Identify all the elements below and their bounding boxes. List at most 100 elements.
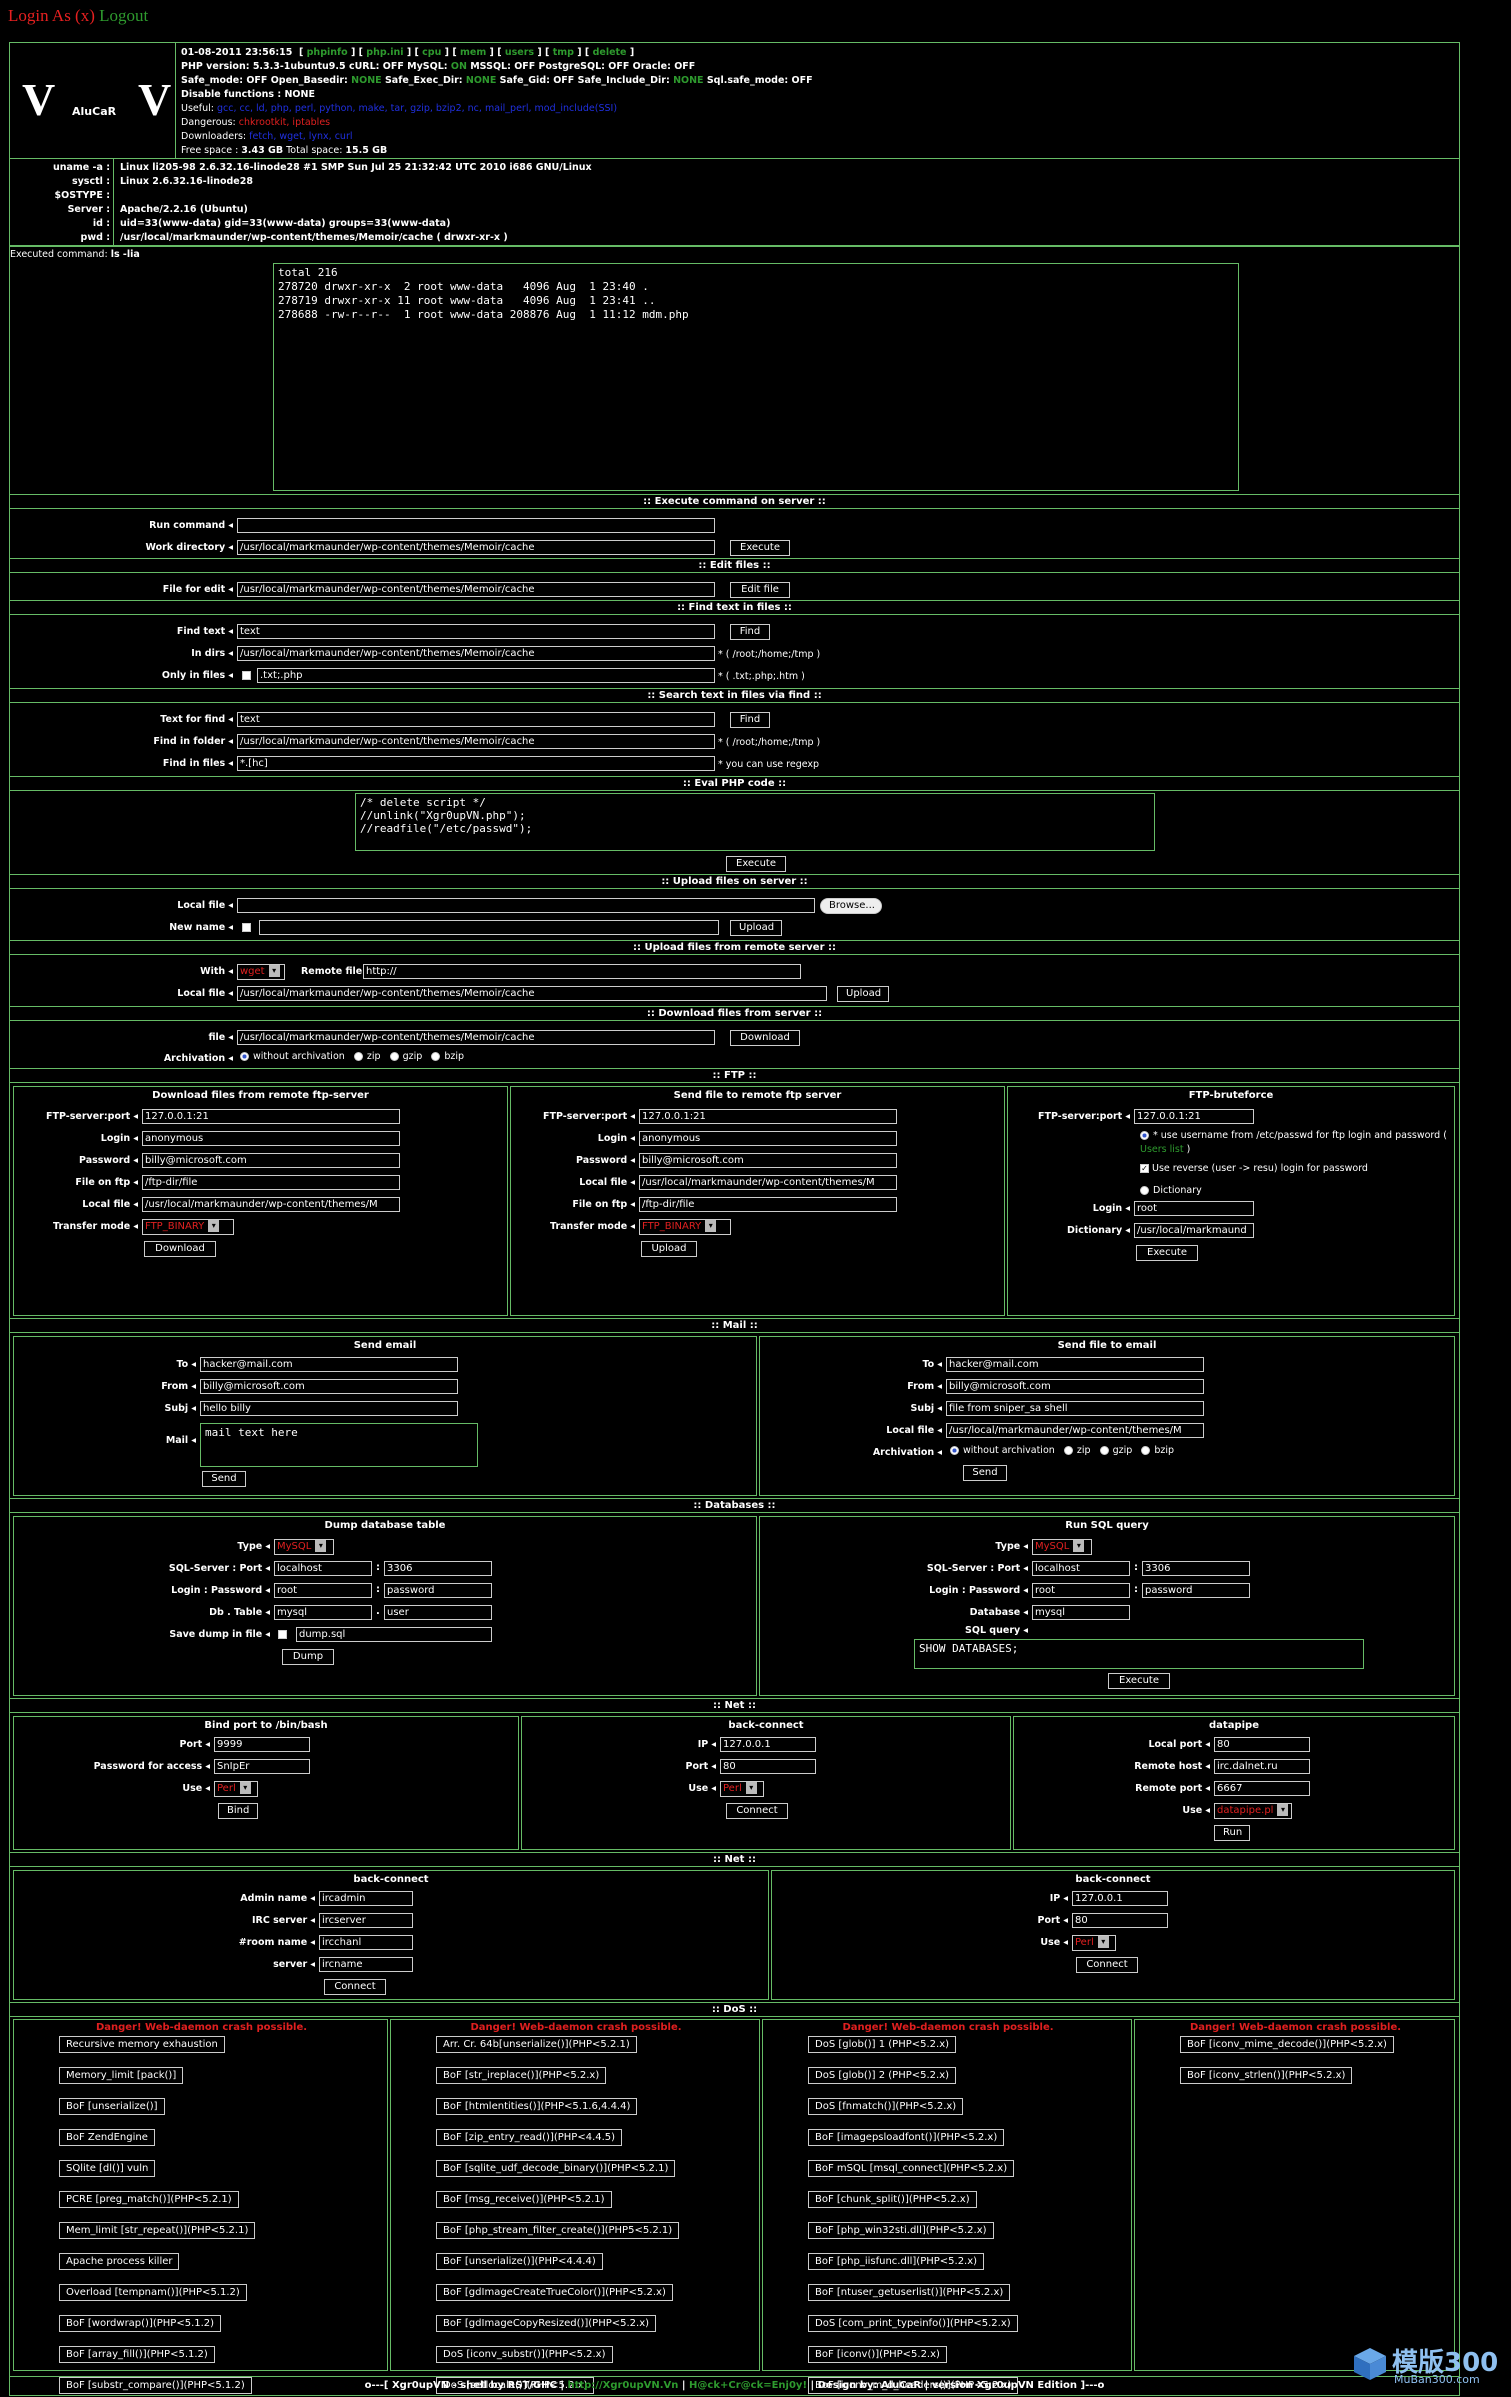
sql-database-input[interactable]: mysql bbox=[1032, 1605, 1130, 1620]
ftp1-login-input[interactable]: anonymous bbox=[142, 1131, 400, 1146]
dos-button[interactable]: DoS [iconv_substr()](PHP<5.2.x) bbox=[436, 2346, 613, 2363]
ftp3-radio-passwd[interactable] bbox=[1140, 1131, 1149, 1140]
dump-button[interactable]: Dump bbox=[282, 1649, 334, 1665]
browse-button[interactable]: Browse... bbox=[820, 898, 882, 914]
dos-button[interactable]: DoS [glob()] 1 (PHP<5.2.x) bbox=[808, 2036, 957, 2053]
mail-to-input[interactable]: hacker@mail.com bbox=[200, 1357, 458, 1372]
upload-local-input[interactable] bbox=[237, 898, 815, 913]
ftp1-local-input[interactable]: /usr/local/markmaunder/wp-content/themes… bbox=[142, 1197, 400, 1212]
dos-button[interactable]: BoF [unserialize()](PHP<4.4.4) bbox=[436, 2253, 603, 2270]
dump-save-checkbox[interactable] bbox=[278, 1630, 287, 1639]
text-for-find-input[interactable]: text bbox=[237, 712, 715, 727]
dos-button[interactable]: BoF [zip_entry_read()](PHP<4.4.5) bbox=[436, 2129, 623, 2146]
only-in-files-input[interactable]: .txt;.php bbox=[257, 668, 715, 683]
dos-button[interactable]: DoS [glob()] 2 (PHP<5.2.x) bbox=[808, 2067, 957, 2084]
irc-server-input[interactable]: ircserver bbox=[319, 1913, 413, 1928]
ftp3-radio-dict[interactable] bbox=[1140, 1186, 1149, 1195]
dos-button[interactable]: BoF [iconv_mime_decode()](PHP<5.2.x) bbox=[1180, 2036, 1394, 2053]
file-for-edit-input[interactable]: /usr/local/markmaunder/wp-content/themes… bbox=[237, 582, 715, 597]
sql-password-input[interactable]: password bbox=[1142, 1583, 1250, 1598]
dos-button[interactable]: BoF [msg_receive()](PHP<5.2.1) bbox=[436, 2191, 612, 2208]
dos-button[interactable]: BoF [gdImageCreateTrueColor()](PHP<5.2.x… bbox=[436, 2284, 673, 2301]
upremote-upload-button[interactable]: Upload bbox=[837, 986, 889, 1002]
users-list-link[interactable]: Users list bbox=[1140, 1144, 1184, 1155]
dos-button[interactable]: BoF [unserialize()] bbox=[59, 2098, 165, 2115]
arch-radio-none[interactable] bbox=[240, 1052, 249, 1061]
dos-button[interactable]: PCRE [preg_match()](PHP<5.2.1) bbox=[59, 2191, 239, 2208]
eval-execute-button[interactable]: Execute bbox=[726, 856, 786, 872]
dos-button[interactable]: BoF [php_win32sti.dll](PHP<5.2.x) bbox=[808, 2222, 994, 2239]
info-link-1[interactable]: php.ini bbox=[366, 47, 404, 58]
ftp-download-button[interactable]: Download bbox=[144, 1241, 216, 1257]
dp-lport-input[interactable]: 80 bbox=[1214, 1737, 1310, 1752]
bc-ip-input[interactable]: 127.0.0.1 bbox=[720, 1737, 816, 1752]
dos-button[interactable]: BoF [php_stream_filter_create()](PHP5<5.… bbox=[436, 2222, 680, 2239]
mail2-local-input[interactable]: /usr/local/markmaunder/wp-content/themes… bbox=[946, 1423, 1204, 1438]
bind-button[interactable]: Bind bbox=[218, 1803, 258, 1819]
upload-button[interactable]: Upload bbox=[730, 920, 782, 936]
sql-port-input[interactable]: 3306 bbox=[1142, 1561, 1250, 1576]
ftp2-local-input[interactable]: /usr/local/markmaunder/wp-content/themes… bbox=[639, 1175, 897, 1190]
sql-execute-button[interactable]: Execute bbox=[1108, 1673, 1170, 1689]
dump-server-input[interactable]: localhost bbox=[274, 1561, 372, 1576]
find-in-folder-input[interactable]: /usr/local/markmaunder/wp-content/themes… bbox=[237, 734, 715, 749]
dump-save-input[interactable]: dump.sql bbox=[296, 1627, 492, 1642]
dos-button[interactable]: Memory_limit [pack()] bbox=[59, 2067, 184, 2084]
ftp3-login-input[interactable]: root bbox=[1134, 1201, 1254, 1216]
dos-button[interactable]: BoF [str_ireplace()](PHP<5.2.x) bbox=[436, 2067, 607, 2084]
sql-server-input[interactable]: localhost bbox=[1032, 1561, 1130, 1576]
dos-button[interactable]: BoF ZendEngine bbox=[59, 2129, 155, 2146]
send-email-button[interactable]: Send bbox=[202, 1471, 246, 1487]
mail2-arch-zip-radio[interactable] bbox=[1063, 1446, 1073, 1455]
dp-use-select[interactable]: datapipe.pl▾ bbox=[1214, 1803, 1292, 1819]
execute-command-button[interactable]: Execute bbox=[730, 540, 790, 556]
sql-login-input[interactable]: root bbox=[1032, 1583, 1130, 1598]
info-link-0[interactable]: phpinfo bbox=[306, 47, 348, 58]
irc-name-input[interactable]: ircname bbox=[319, 1957, 413, 1972]
ftp1-server-input[interactable]: 127.0.0.1:21 bbox=[142, 1109, 400, 1124]
dos-button[interactable]: BoF [iconv()](PHP<5.2.x) bbox=[808, 2346, 947, 2363]
new-name-input[interactable] bbox=[259, 920, 719, 935]
info-link-3[interactable]: mem bbox=[460, 47, 487, 58]
ftp2-server-input[interactable]: 127.0.0.1:21 bbox=[639, 1109, 897, 1124]
dos-button[interactable]: BoF mSQL [msql_connect](PHP<5.2.x) bbox=[808, 2160, 1015, 2177]
in-dirs-input[interactable]: /usr/local/markmaunder/wp-content/themes… bbox=[237, 646, 715, 661]
dump-password-input[interactable]: password bbox=[384, 1583, 492, 1598]
dump-port-input[interactable]: 3306 bbox=[384, 1561, 492, 1576]
mail2-arch-gzip-radio[interactable] bbox=[1099, 1446, 1109, 1455]
login-as-link[interactable]: Login As (x) bbox=[8, 6, 95, 25]
dos-button[interactable]: BoF [php_iisfunc.dll](PHP<5.2.x) bbox=[808, 2253, 985, 2270]
dos-button[interactable]: Recursive memory exhaustion bbox=[59, 2036, 225, 2053]
work-dir-input[interactable]: /usr/local/markmaunder/wp-content/themes… bbox=[237, 540, 715, 555]
mail2-arch-none-radio[interactable] bbox=[950, 1446, 959, 1455]
mail2-from-input[interactable]: billy@microsoft.com bbox=[946, 1379, 1204, 1394]
download-button[interactable]: Download bbox=[730, 1030, 800, 1046]
dos-button[interactable]: DoS [com_print_typeinfo()](PHP<5.2.x) bbox=[808, 2315, 1018, 2332]
bc2-ip-input[interactable]: 127.0.0.1 bbox=[1072, 1891, 1168, 1906]
arch-radio-bzip[interactable] bbox=[431, 1052, 441, 1061]
ftp2-login-input[interactable]: anonymous bbox=[639, 1131, 897, 1146]
dump-type-select[interactable]: MySQL▾ bbox=[274, 1539, 334, 1555]
new-name-checkbox[interactable] bbox=[242, 923, 251, 932]
ftp3-server-input[interactable]: 127.0.0.1:21 bbox=[1134, 1109, 1254, 1124]
mail-body-textarea[interactable]: mail text here bbox=[200, 1423, 478, 1467]
bc2-port-input[interactable]: 80 bbox=[1072, 1913, 1168, 1928]
bc-port-input[interactable]: 80 bbox=[720, 1759, 816, 1774]
irc-admin-input[interactable]: ircadmin bbox=[319, 1891, 413, 1906]
upremote-local-input[interactable]: /usr/local/markmaunder/wp-content/themes… bbox=[237, 986, 827, 1001]
ftp1-onftp-input[interactable]: /ftp-dir/file bbox=[142, 1175, 400, 1190]
dp-run-button[interactable]: Run bbox=[1214, 1825, 1250, 1841]
arch-radio-zip[interactable] bbox=[353, 1052, 363, 1061]
dos-button[interactable]: DoS [setlocale()](PHP<5.2.x) bbox=[436, 2377, 595, 2394]
dos-button[interactable]: BoF [iconv_strlen()](PHP<5.2.x) bbox=[1180, 2067, 1353, 2084]
bc2-use-select[interactable]: Perl▾ bbox=[1072, 1935, 1116, 1951]
find-button[interactable]: Find bbox=[730, 624, 770, 640]
dp-rport-input[interactable]: 6667 bbox=[1214, 1781, 1310, 1796]
info-link-6[interactable]: delete bbox=[592, 47, 627, 58]
bind-password-input[interactable]: SnIpEr bbox=[214, 1759, 310, 1774]
dos-button[interactable]: BoF [htmlentities()](PHP<5.1.6,4.4.4) bbox=[436, 2098, 638, 2115]
ftp-upload-button[interactable]: Upload bbox=[641, 1241, 697, 1257]
edit-file-button[interactable]: Edit file bbox=[730, 582, 790, 598]
sql-query-textarea[interactable]: SHOW DATABASES; bbox=[914, 1639, 1364, 1669]
mail-subj-input[interactable]: hello billy bbox=[200, 1401, 458, 1416]
